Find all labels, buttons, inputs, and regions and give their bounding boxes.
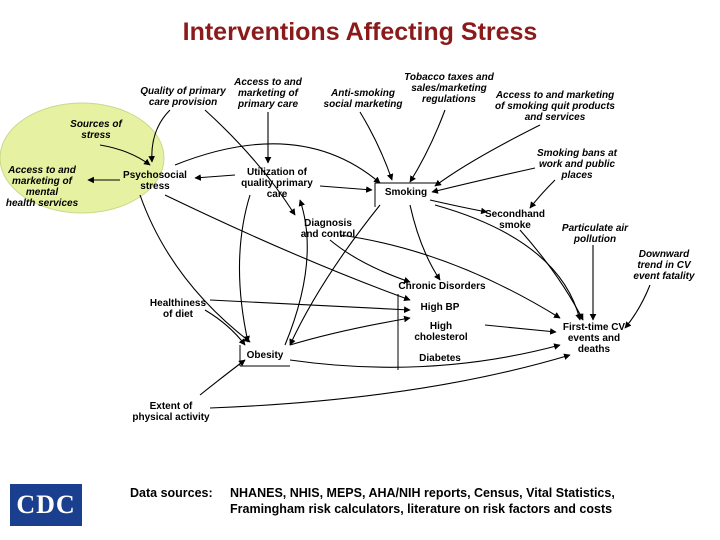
- page-title: Interventions Affecting Stress: [182, 18, 538, 46]
- arrow-quality-to-stress: [148, 109, 171, 163]
- arrow-diagnosis-to-firsttime: [339, 234, 561, 319]
- node-access-primary-care: Access to and marketing of primary care: [234, 77, 302, 110]
- arrow-stress-to-chronic: [164, 194, 411, 302]
- node-physical-activity: Extent of physical activity: [132, 401, 210, 423]
- arrow-bans-to-smoking: [431, 167, 536, 194]
- arrow-smoking-to-chronic: [409, 204, 441, 281]
- arrow-smoking-to-secondhand: [429, 199, 488, 215]
- node-high-bp: High BP: [420, 302, 460, 313]
- arrow-quit-to-smoking: [434, 124, 541, 187]
- arrow-obesity-to-utilization: [284, 199, 308, 346]
- arrow-trend-to-firsttime: [624, 284, 651, 329]
- arrow-diagnosis-to-chronic: [329, 239, 411, 284]
- arrow-diet-to-obesity: [204, 309, 246, 346]
- arrow-utilization-to-smoking: [319, 185, 373, 193]
- node-secondhand-smoke: Secondhand smoke: [484, 209, 545, 231]
- arrow-utilization-to-obesity: [238, 194, 251, 343]
- data-sources-label: Data sources:: [130, 486, 213, 500]
- cdc-logo: CDC: [10, 484, 82, 526]
- node-tobacco-taxes: Tobacco taxes and sales/marketing regula…: [404, 72, 494, 105]
- node-sources-stress: Sources of stress: [70, 119, 122, 141]
- node-utilization-care: Utilization of quality primary care: [241, 167, 313, 200]
- arrow-activity-to-obesity: [199, 359, 246, 396]
- arrow-smoking-to-firsttime: [434, 204, 582, 321]
- node-psychosocial-stress: Psychosocial stress: [123, 170, 187, 192]
- node-healthiness-diet: Healthiness of diet: [149, 298, 207, 320]
- node-quality-primary-care: Quality of primary care provision: [140, 86, 226, 108]
- highlight-ellipse: [0, 102, 165, 214]
- arrow-bans-to-secondhand: [529, 179, 556, 209]
- node-access-quit: Access to and marketing of smoking quit …: [495, 90, 615, 123]
- node-diagnosis-control: Diagnosis and control: [300, 218, 356, 240]
- data-sources-line-1: NHANES, NHIS, MEPS, AHA/NIH reports, Cen…: [230, 486, 615, 500]
- arrow-stress-to-obesity: [139, 194, 251, 343]
- node-diabetes: Diabetes: [419, 353, 461, 364]
- smoking-box: [374, 182, 440, 207]
- arrow-taxes-to-smoking: [409, 109, 446, 183]
- node-chronic-disorders: Chronic Disorders: [398, 281, 486, 292]
- node-high-cholesterol: High cholesterol: [414, 321, 468, 343]
- obesity-box: [239, 345, 290, 367]
- arrow-obesity-to-firsttime: [289, 343, 561, 368]
- arrow-quality-to-diagnosis: [204, 109, 296, 216]
- arrow-smoking-to-obesity: [289, 204, 381, 346]
- arrow-chronic-to-firsttime: [484, 324, 557, 335]
- node-access-mental: Access to and marketing of mental health…: [5, 165, 79, 209]
- data-sources-line-2: Framingham risk calculators, literature …: [230, 502, 613, 516]
- node-downward-trend: Downward trend in CV event fatality: [633, 249, 695, 282]
- arrow-stress-to-smoking: [174, 143, 381, 184]
- node-anti-smoking: Anti-smoking social marketing: [323, 88, 403, 110]
- arrow-diet-to-chronic: [209, 299, 411, 313]
- node-particulate: Particulate air pollution: [561, 223, 629, 245]
- node-smoking: Smoking: [384, 187, 428, 198]
- node-first-time-cv: First-time CV events and deaths: [562, 322, 626, 355]
- arrow-sources-to-stress: [99, 144, 151, 166]
- arrow-activity-to-firsttime: [209, 353, 571, 409]
- node-smoking-bans: Smoking bans at work and public places: [536, 148, 617, 181]
- arrow-antismoking-to-smoking: [359, 111, 394, 181]
- arrow-utilization-to-stress: [194, 174, 236, 181]
- node-obesity: Obesity: [246, 350, 284, 361]
- arrow-obesity-to-chronic: [289, 315, 411, 346]
- arrow-secondhand-to-firsttime: [519, 229, 584, 321]
